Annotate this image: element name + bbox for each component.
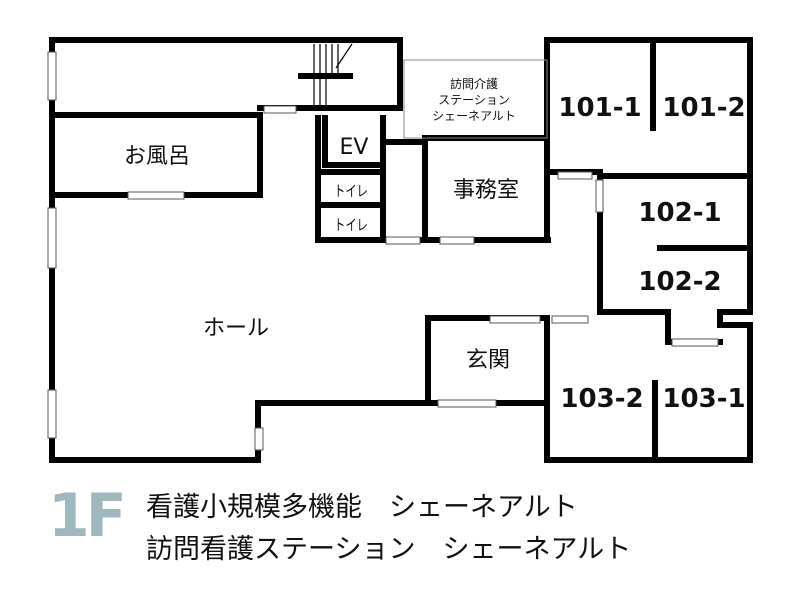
room-101-2-label: 101-2	[662, 93, 745, 123]
floor-plan: お風呂 EV トイレ トイレ 事務室 ホール 玄関 訪問介護 ステーション シェ…	[47, 37, 753, 463]
elevator-label: EV	[340, 135, 369, 160]
staircase	[298, 43, 353, 108]
bath-label: お風呂	[124, 144, 190, 169]
toilet-2-label: トイレ	[334, 216, 368, 234]
office-label: 事務室	[453, 178, 519, 203]
facility-name-line-2: 訪問看護ステーション シェーネアルト	[146, 534, 632, 565]
station-label-line-1: 訪問介護	[450, 76, 498, 91]
station-area	[403, 59, 548, 139]
floor-number-badge: 1F	[48, 481, 127, 551]
hall-label: ホール	[203, 316, 269, 341]
room-101-1-label: 101-1	[558, 93, 641, 123]
walls	[49, 37, 753, 463]
room-102-2-label: 102-2	[638, 267, 721, 297]
windows	[47, 51, 719, 451]
room-102-1-label: 102-1	[638, 198, 721, 228]
room-103-1-label: 103-1	[662, 384, 745, 414]
room-103-2-label: 103-2	[560, 384, 643, 414]
facility-name-line-1: 看護小規模多機能 シェーネアルト	[146, 492, 578, 523]
station-label-line-2: ステーション	[438, 93, 510, 107]
station-label-line-3: シェーネアルト	[432, 109, 516, 123]
floor-caption: 1F 看護小規模多機能 シェーネアルト 訪問看護ステーション シェーネアルト	[0, 470, 800, 600]
entrance-label: 玄関	[466, 348, 510, 373]
toilet-1-label: トイレ	[334, 182, 368, 200]
